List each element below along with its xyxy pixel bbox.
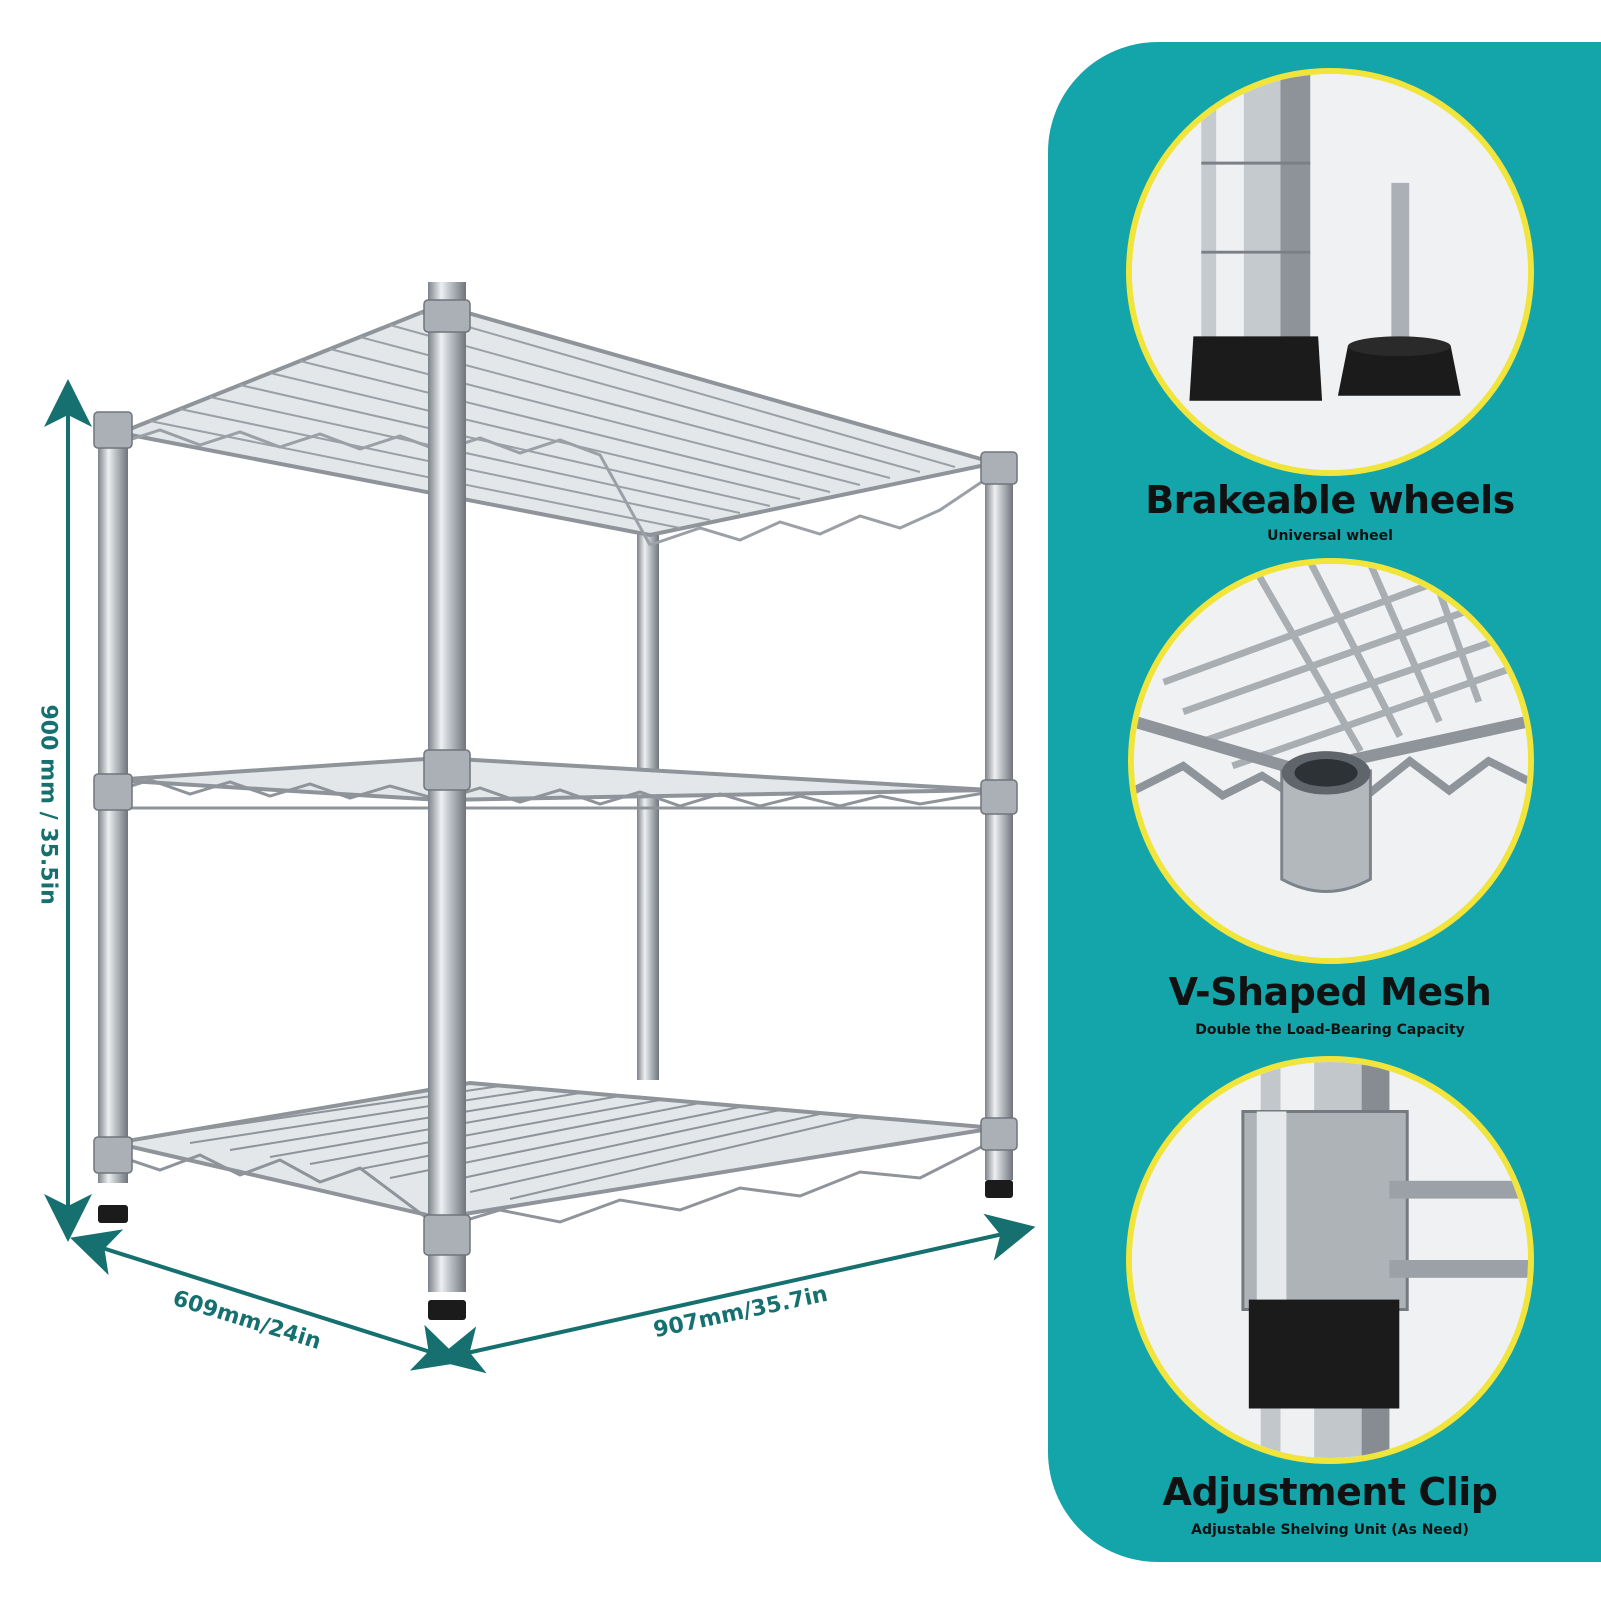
shelf-illustration (44, 282, 1036, 1374)
depth-arrow (70, 1229, 463, 1371)
feature-image-mesh (1128, 558, 1534, 964)
feature-title-wheels: Brakeable wheels (1145, 478, 1515, 522)
leveling-foot-icon (1132, 74, 1528, 470)
feature-image-wheels (1126, 68, 1534, 476)
feature-title-clip: Adjustment Clip (1162, 1470, 1498, 1514)
bottom-shelf (114, 1080, 996, 1230)
middle-shelf (111, 755, 991, 810)
back-pole (637, 520, 659, 1080)
top-shelf (112, 302, 996, 547)
shelf-clip-icon (1132, 1062, 1528, 1458)
feature-title-mesh: V-Shaped Mesh (1168, 970, 1492, 1014)
wire-mesh-icon (1134, 564, 1528, 958)
width-arrow (434, 1213, 1036, 1374)
feature-subtitle-clip: Adjustable Shelving Unit (As Need) (1191, 1522, 1469, 1538)
feature-subtitle-mesh: Double the Load-Bearing Capacity (1195, 1022, 1465, 1038)
feature-subtitle-wheels: Universal wheel (1267, 528, 1393, 544)
feature-image-clip (1126, 1056, 1534, 1464)
front-right-pole (985, 453, 1013, 1180)
height-label: 900 mm / 35.5in (35, 704, 61, 905)
